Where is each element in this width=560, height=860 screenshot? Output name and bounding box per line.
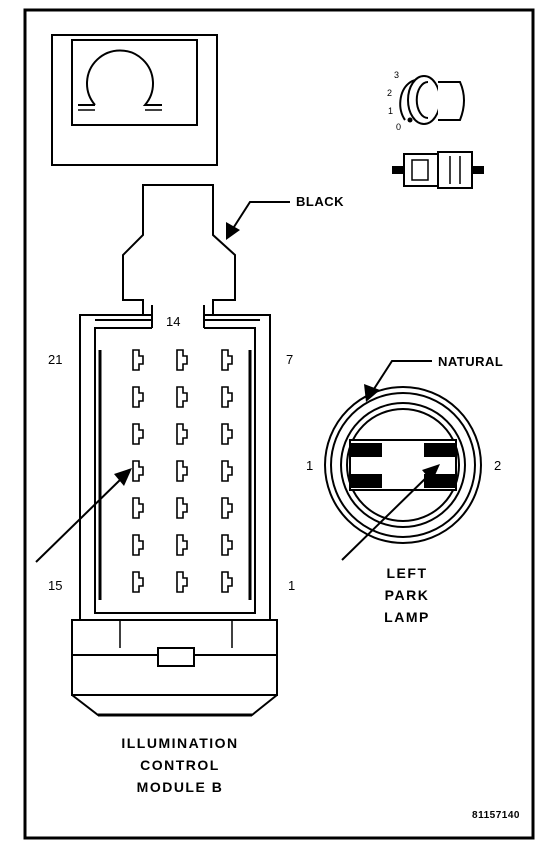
terminal-cavity <box>176 349 188 371</box>
terminal-cavity <box>176 423 188 445</box>
terminal-cavity <box>176 497 188 519</box>
terminal-cavity <box>132 386 144 408</box>
lamp-pin-label-2: 2 <box>494 458 501 473</box>
module-title-line2: CONTROL <box>140 757 220 773</box>
terminal-cavity <box>132 571 144 593</box>
figure-code: 81157140 <box>472 810 520 821</box>
illumination-control-connector <box>71 184 278 717</box>
terminal-cavity <box>176 460 188 482</box>
pin-label-1: 1 <box>288 578 295 593</box>
switch-pos-0: 0 <box>396 122 401 132</box>
plug-connector-icon <box>392 151 484 189</box>
terminal-cavity <box>132 534 144 556</box>
black-arrowhead <box>226 222 240 240</box>
switch-pos-1: 1 <box>388 106 393 116</box>
pin-label-21: 21 <box>48 352 62 367</box>
switch-pos-3: 3 <box>394 70 399 80</box>
terminal-cavity <box>221 386 233 408</box>
terminal-cavity <box>176 386 188 408</box>
module-title-line1: ILLUMINATION <box>121 735 238 751</box>
rotary-switch-icon: 3 2 1 0 <box>387 70 465 132</box>
terminal-cavity <box>221 460 233 482</box>
black-label: BLACK <box>296 194 344 209</box>
lamp-pin-label-1: 1 <box>306 458 313 473</box>
lamp-title-line2: PARK <box>385 587 430 603</box>
pin-label-14: 14 <box>166 314 180 329</box>
terminal-cavity <box>132 349 144 371</box>
natural-leader <box>371 360 432 393</box>
terminal-cavity <box>221 349 233 371</box>
terminal-cavity <box>132 497 144 519</box>
module-title-line3: MODULE B <box>137 779 224 795</box>
black-leader <box>231 201 290 231</box>
terminal-cavity <box>176 571 188 593</box>
terminal-cavity <box>132 460 144 482</box>
left-park-lamp-socket <box>324 386 482 544</box>
lamp-arrow <box>341 473 431 561</box>
terminal-cavities <box>132 349 233 593</box>
terminal-cavity <box>221 497 233 519</box>
connector-arrow <box>35 477 123 563</box>
terminal-cavity <box>221 534 233 556</box>
diagram-border <box>23 8 535 840</box>
switch-pos-2: 2 <box>387 88 392 98</box>
natural-label: NATURAL <box>438 354 503 369</box>
omega-icon <box>51 34 218 166</box>
terminal-cavity <box>221 571 233 593</box>
lamp-title-line1: LEFT <box>387 565 428 581</box>
terminal-cavity <box>221 423 233 445</box>
lamp-title-line3: LAMP <box>384 609 430 625</box>
terminal-cavity <box>176 534 188 556</box>
terminal-cavity <box>132 423 144 445</box>
pin-label-15: 15 <box>48 578 62 593</box>
pin-label-7: 7 <box>286 352 293 367</box>
